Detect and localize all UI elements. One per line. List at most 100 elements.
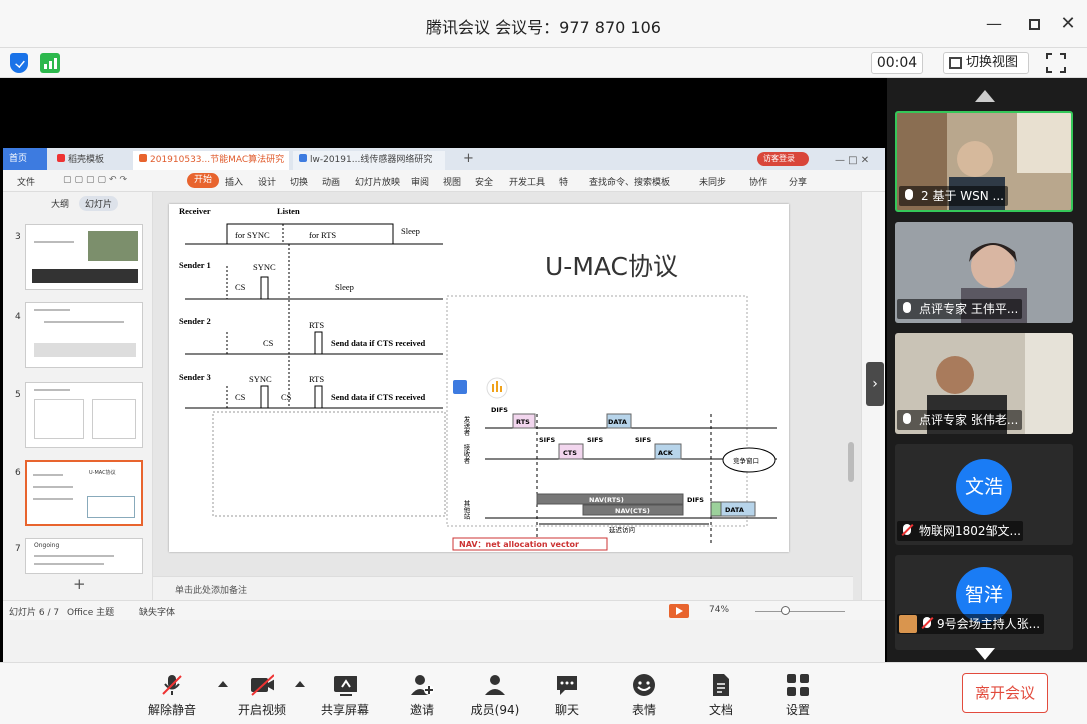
notes-area[interactable]: 单击此处添加备注 <box>153 576 853 600</box>
nav-caption: NAV：net allocation vector <box>459 540 579 549</box>
security-shield-icon[interactable] <box>10 53 28 73</box>
wps-sync-status[interactable]: 未同步 <box>699 178 727 188</box>
fullscreen-icon[interactable] <box>1046 53 1066 73</box>
emoji-button[interactable]: 表情 <box>609 669 679 723</box>
slide-index: 幻灯片 6 / 7 <box>9 608 60 618</box>
participant-nameplate: 物联网1802邹文... <box>897 521 1023 541</box>
network-signal-icon[interactable] <box>40 53 60 73</box>
participant-tile[interactable]: 智洋 9号会场主持人张... <box>895 555 1073 650</box>
slide-scrollbar[interactable] <box>848 442 854 482</box>
label-for-sync: for SYNC <box>235 230 270 240</box>
ack-box: ACK <box>658 449 674 457</box>
unmute-button[interactable]: 解除静音 <box>137 669 207 723</box>
switch-view-button[interactable]: 切换视图 <box>943 52 1029 74</box>
wps-tab-bar: 首页 稻壳模板 201910533...节能MAC算法研究 lw-20191..… <box>3 148 885 170</box>
close-icon[interactable]: ✕ <box>1060 13 1076 34</box>
wps-menu-transition[interactable]: 切换 <box>290 178 309 188</box>
wps-tab-templates-label: 稻壳模板 <box>68 155 105 165</box>
wps-menu-devtools[interactable]: 开发工具 <box>509 178 546 188</box>
start-video-button[interactable]: 开启视频 <box>227 669 297 723</box>
wps-tab-home[interactable]: 首页 <box>3 148 47 170</box>
row-receiver: 接收者 <box>462 443 470 465</box>
docs-button[interactable]: 文档 <box>686 669 756 723</box>
wps-menu-file[interactable]: 文件 <box>17 178 36 188</box>
insert-picture-icon[interactable] <box>453 380 467 394</box>
audio-options-caret-icon[interactable] <box>218 681 228 687</box>
scroll-down-icon[interactable] <box>975 648 995 660</box>
zoom-slider[interactable] <box>755 611 845 612</box>
settings-button[interactable]: 设置 <box>763 669 833 723</box>
wps-menu-slideshow[interactable]: 幻灯片放映 <box>355 178 401 188</box>
wps-menu-security[interactable]: 安全 <box>475 178 494 188</box>
scroll-up-icon[interactable] <box>975 90 995 102</box>
wps-new-tab-icon[interactable]: + <box>463 151 474 166</box>
collapse-panel-chevron-icon[interactable]: › <box>866 362 884 406</box>
wps-menu-view[interactable]: 视图 <box>443 178 462 188</box>
participant-name: 2 基于 WSN ... <box>921 189 1004 203</box>
outline-tab[interactable]: 大纲 <box>51 200 70 210</box>
share-screen-button[interactable]: 共享屏幕 <box>310 669 380 723</box>
wps-quick-access-icons[interactable]: ▢▢▢▢↶↷ <box>63 175 131 185</box>
wps-menu-review[interactable]: 审阅 <box>411 178 430 188</box>
wps-window-controls[interactable]: — □ ✕ <box>835 155 870 166</box>
participant-nameplate: 点评专家 张伟老... <box>897 410 1023 430</box>
shared-wps-window: 首页 稻壳模板 201910533...节能MAC算法研究 lw-20191..… <box>3 148 885 701</box>
maximize-icon[interactable] <box>1022 12 1046 36</box>
wps-command-search[interactable]: 查找命令、搜索模板 <box>589 178 671 188</box>
label-sleep-sender1: Sleep <box>335 282 354 292</box>
wps-tab-doc-active[interactable]: 201910533...节能MAC算法研究 <box>133 151 289 170</box>
shared-screen-stage: 首页 稻壳模板 201910533...节能MAC算法研究 lw-20191..… <box>0 78 887 701</box>
leave-meeting-button[interactable]: 离开会议 <box>962 673 1048 713</box>
wps-menu-insert[interactable]: 插入 <box>225 178 244 188</box>
chat-button[interactable]: 聊天 <box>532 669 602 723</box>
add-slide-icon[interactable]: + <box>73 575 86 593</box>
wps-menu-home[interactable]: 开始 <box>187 173 220 188</box>
difs-1: DIFS <box>491 406 508 414</box>
participant-nameplate: 9号会场主持人张... <box>897 614 1045 634</box>
wps-menu-design[interactable]: 设计 <box>258 178 277 188</box>
missing-font[interactable]: 缺失字体 <box>139 608 176 618</box>
participant-tile[interactable]: 文浩 物联网1802邹文... <box>895 444 1073 545</box>
slide-title[interactable]: U-MAC协议 <box>545 252 679 281</box>
unmute-label: 解除静音 <box>147 703 196 717</box>
slide-thumbnail-panel: 大纲 幻灯片 3 4 5 <box>3 192 153 600</box>
zoom-slider-knob[interactable] <box>781 606 790 615</box>
minimize-icon[interactable]: — <box>986 14 1002 33</box>
sifs-2: SIFS <box>587 436 604 444</box>
members-button[interactable]: 成员(94) <box>460 669 530 723</box>
theme-name: Office 主题 <box>67 608 115 618</box>
slide-thumbnail-7[interactable]: Ongoing <box>25 538 143 574</box>
participant-name: 点评专家 王伟平... <box>919 302 1019 316</box>
label-sync3: SYNC <box>249 374 272 384</box>
slide-thumbnail-6-selected[interactable]: U-MAC协议 <box>25 460 143 526</box>
participant-panel: 2 基于 WSN ... 点评专家 王伟平... 点评专家 张伟老... 文浩 <box>887 78 1087 662</box>
participant-tile[interactable]: 点评专家 张伟老... <box>895 333 1073 434</box>
play-slideshow-icon[interactable] <box>669 604 689 618</box>
participant-tile[interactable]: 2 基于 WSN ... <box>895 111 1073 212</box>
slide-thumbnail-5[interactable] <box>25 382 143 448</box>
wps-menu-animation[interactable]: 动画 <box>322 178 341 188</box>
slide-canvas[interactable]: Receiver Listen for SYNC for RTS Sleep S… <box>169 204 789 552</box>
video-off-icon <box>251 674 274 696</box>
thumb7-title: Ongoing <box>34 542 60 549</box>
wps-login-button[interactable]: 访客登录 <box>757 152 809 166</box>
wps-tab-doc-2[interactable]: lw-20191...线传感器网络研究 <box>293 151 445 170</box>
slide-thumbnail-3[interactable] <box>25 224 143 290</box>
label-sender3: Sender 3 <box>179 372 211 382</box>
participant-tile[interactable]: 点评专家 王伟平... <box>895 222 1073 323</box>
slide-thumbnail-4[interactable] <box>25 302 143 368</box>
cts-box: CTS <box>563 449 577 457</box>
wps-share[interactable]: 分享 <box>789 178 808 188</box>
mic-muted-icon <box>923 617 931 628</box>
zoom-level[interactable]: 74% <box>709 605 730 615</box>
slides-tab[interactable]: 幻灯片 <box>79 196 119 211</box>
label-rts2: RTS <box>309 320 324 330</box>
wps-collaborate[interactable]: 协作 <box>749 178 768 188</box>
thumb-number: 7 <box>15 544 21 554</box>
invite-button[interactable]: 邀请 <box>387 669 457 723</box>
video-options-caret-icon[interactable] <box>295 681 305 687</box>
participant-name: 物联网1802邹文... <box>919 524 1021 538</box>
wps-tab-templates[interactable]: 稻壳模板 <box>51 151 131 170</box>
sifs-1: SIFS <box>539 436 556 444</box>
wps-menu-more[interactable]: 特 <box>559 178 569 188</box>
